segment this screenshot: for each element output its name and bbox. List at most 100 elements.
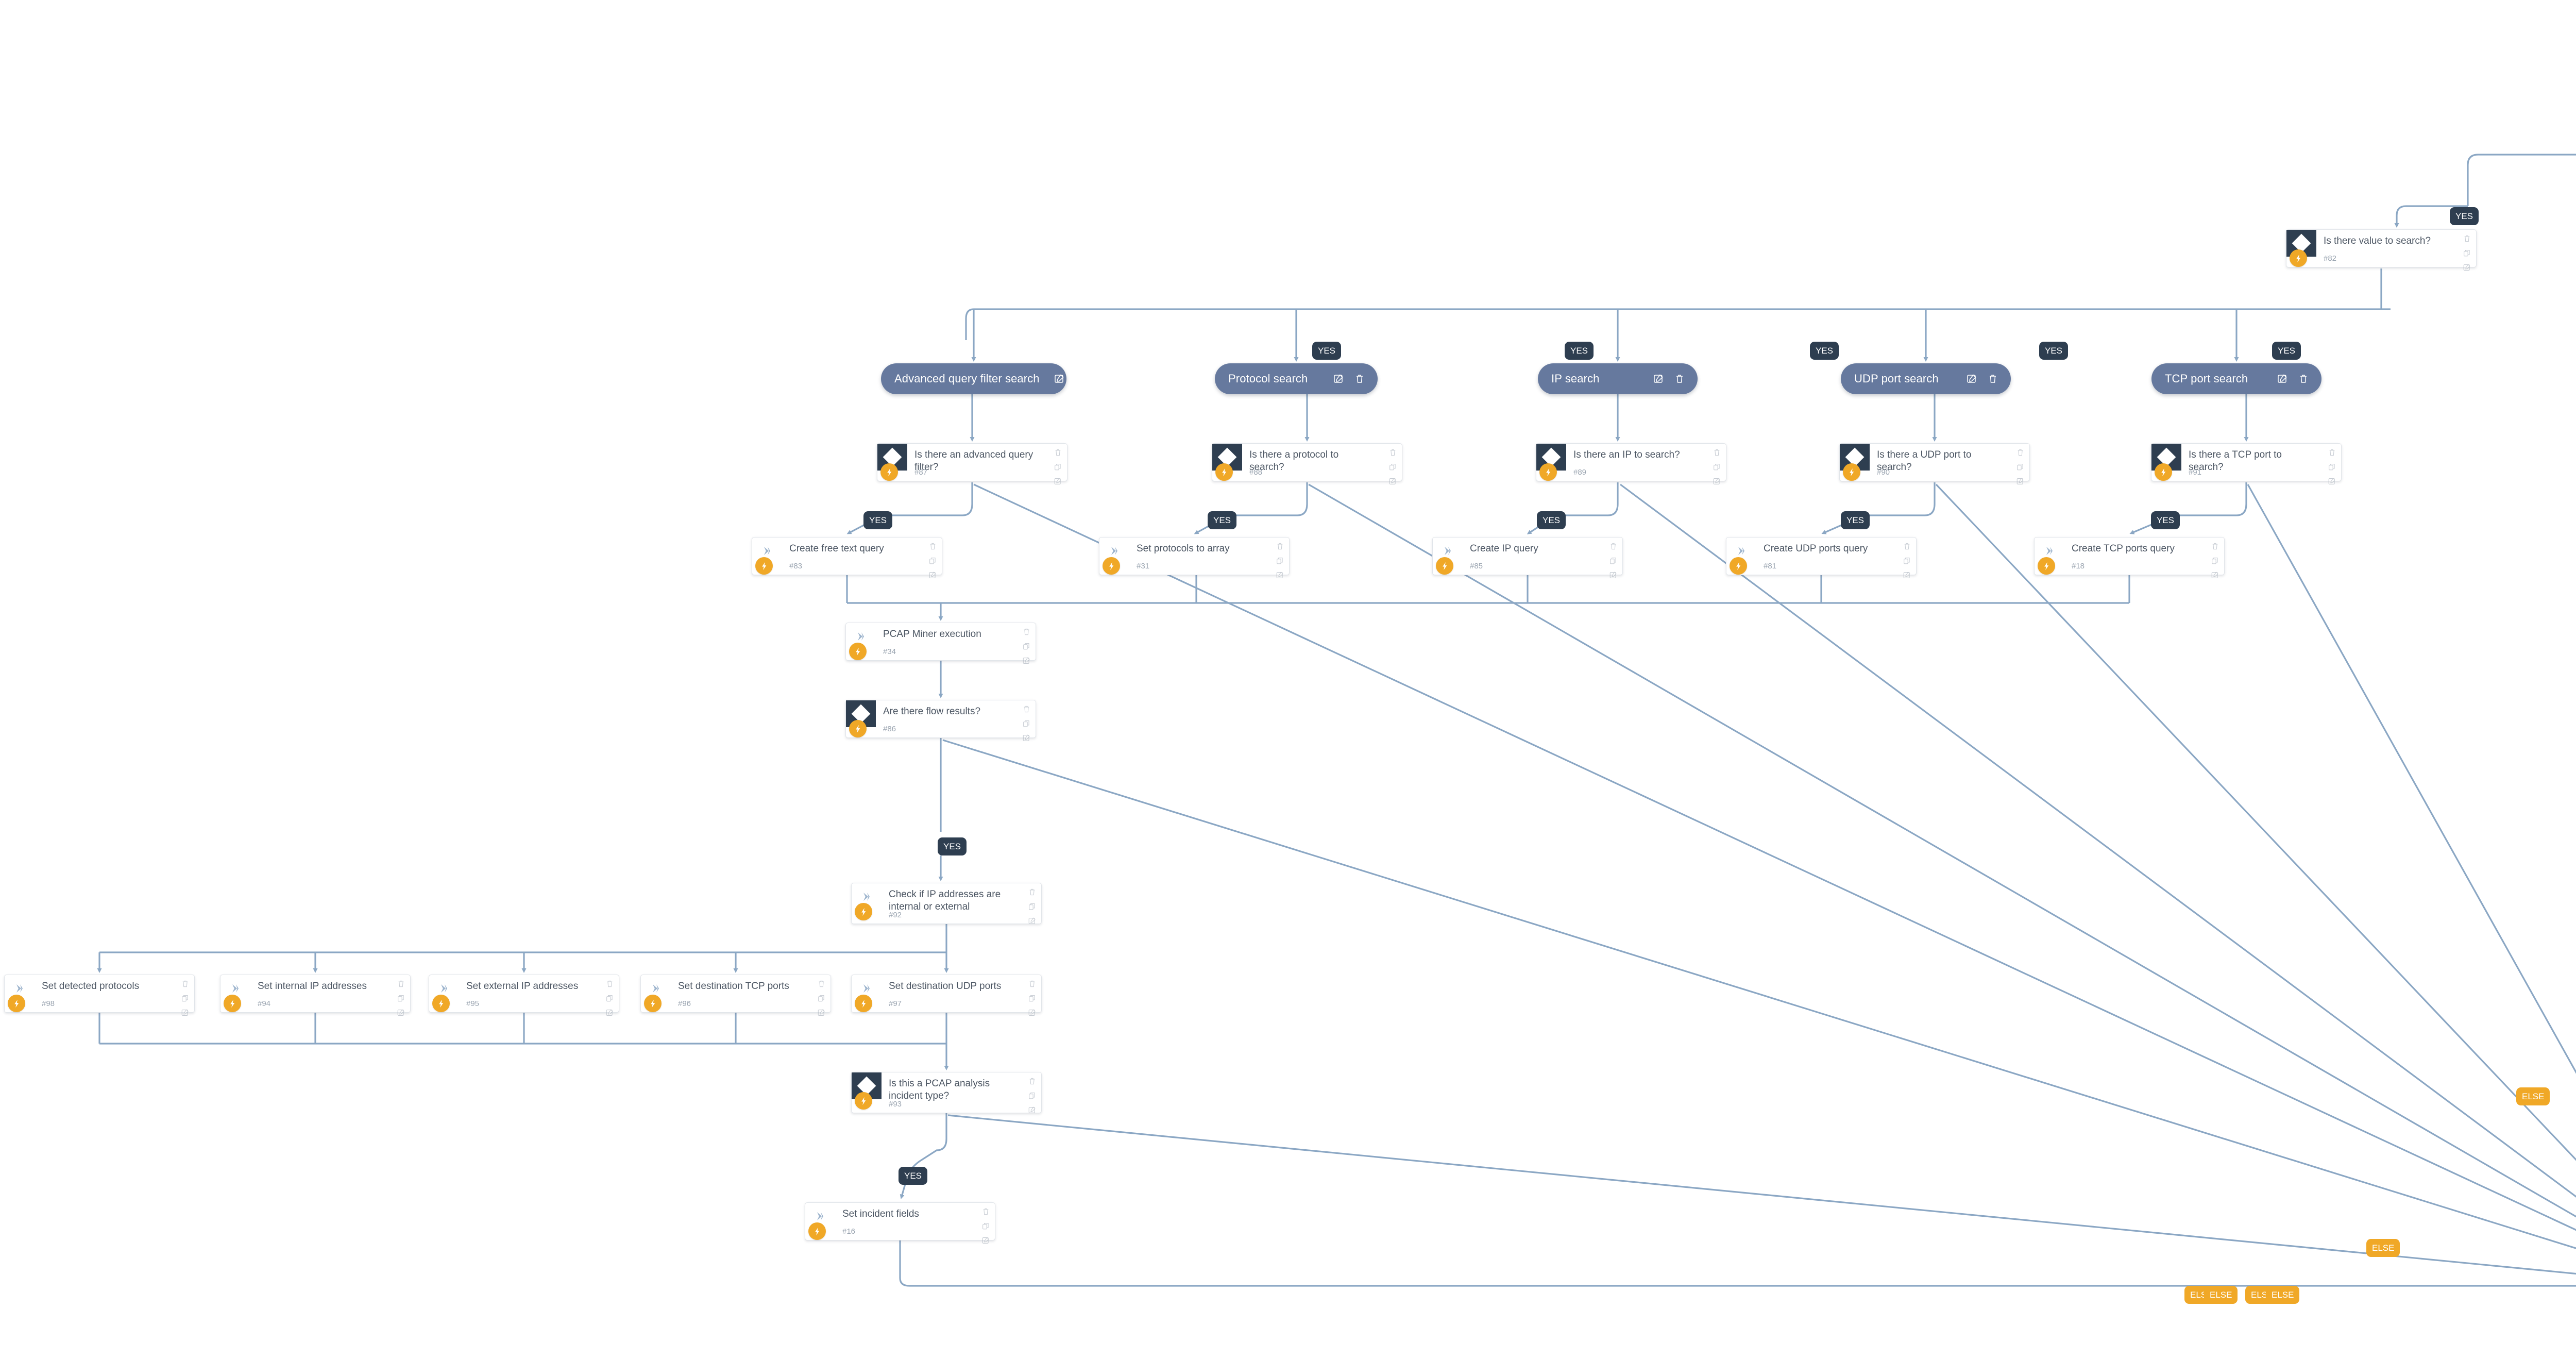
trash-icon[interactable]: [1609, 542, 1617, 550]
copy-icon[interactable]: [1276, 557, 1284, 565]
copy-icon[interactable]: [1028, 1092, 1036, 1100]
task-card[interactable]: Create free text query#83: [752, 537, 942, 578]
trash-icon[interactable]: [982, 1207, 990, 1216]
copy-icon[interactable]: [1609, 557, 1617, 565]
trash-icon[interactable]: [1023, 705, 1030, 713]
trash-icon[interactable]: [397, 980, 405, 988]
trash-icon[interactable]: [2016, 448, 2024, 457]
edit-icon[interactable]: [2016, 477, 2024, 485]
trash-icon[interactable]: [818, 980, 825, 988]
trash-icon[interactable]: [181, 980, 189, 988]
trash-icon[interactable]: [1076, 374, 1085, 384]
copy-icon[interactable]: [1713, 463, 1721, 471]
copy-icon[interactable]: [606, 994, 614, 1002]
trash-icon[interactable]: [1988, 374, 1997, 384]
section-tcp-port-search[interactable]: TCP port search: [2151, 363, 2321, 394]
section-udp-port-search[interactable]: UDP port search: [1841, 363, 2011, 394]
task-card[interactable]: Is there a protocol to search?#88: [1212, 443, 1402, 484]
task-card[interactable]: Are there flow results?#86: [845, 700, 1036, 741]
trash-icon[interactable]: [1023, 628, 1030, 636]
edit-icon[interactable]: [982, 1236, 990, 1245]
edit-icon[interactable]: [2211, 571, 2219, 579]
copy-icon[interactable]: [1023, 719, 1030, 728]
task-card[interactable]: Set internal IP addresses#94: [220, 975, 411, 1016]
edit-icon[interactable]: [1609, 571, 1617, 579]
edit-icon[interactable]: [1903, 571, 1911, 579]
edit-icon[interactable]: [2463, 263, 2471, 272]
copy-icon[interactable]: [1054, 463, 1062, 471]
edit-icon[interactable]: [606, 1009, 614, 1017]
copy-icon[interactable]: [818, 994, 825, 1002]
task-card[interactable]: Is there an advanced query filter?#87: [877, 443, 1067, 484]
trash-icon[interactable]: [1713, 448, 1721, 457]
task-card[interactable]: Create UDP ports query#81: [1726, 537, 1917, 578]
copy-icon[interactable]: [2211, 557, 2219, 565]
trash-icon[interactable]: [2299, 374, 2308, 384]
trash-icon[interactable]: [1028, 1077, 1036, 1085]
edit-icon[interactable]: [818, 1009, 825, 1017]
task-card[interactable]: Set destination TCP ports#96: [640, 975, 831, 1016]
trash-icon[interactable]: [1276, 542, 1284, 550]
copy-icon[interactable]: [929, 557, 937, 565]
copy-icon[interactable]: [2016, 463, 2024, 471]
trash-icon[interactable]: [606, 980, 614, 988]
trash-icon[interactable]: [1054, 448, 1062, 457]
task-card[interactable]: Set destination UDP ports#97: [851, 975, 1042, 1016]
edit-icon[interactable]: [1054, 477, 1062, 485]
trash-icon[interactable]: [2211, 542, 2219, 550]
task-card[interactable]: Set incident fields#16: [805, 1202, 995, 1244]
task-card[interactable]: Set detected protocols#98: [4, 975, 195, 1016]
task-card[interactable]: Create TCP ports query#18: [2034, 537, 2225, 578]
edit-icon[interactable]: [181, 1009, 189, 1017]
edit-icon[interactable]: [1713, 477, 1721, 485]
task-card[interactable]: Is this a PCAP analysis incident type?#9…: [851, 1072, 1042, 1113]
section-protocol-search[interactable]: Protocol search: [1215, 363, 1378, 394]
copy-icon[interactable]: [2328, 463, 2336, 471]
edit-icon[interactable]: [1967, 374, 1977, 384]
edit-icon[interactable]: [1028, 1009, 1036, 1017]
task-card[interactable]: Set external IP addresses#95: [429, 975, 619, 1016]
trash-icon[interactable]: [1389, 448, 1397, 457]
task-card[interactable]: PCAP Miner execution#34: [845, 623, 1036, 664]
copy-icon[interactable]: [1389, 463, 1397, 471]
copy-icon[interactable]: [397, 994, 405, 1002]
task-card[interactable]: Is there a TCP port to search?#91: [2151, 443, 2342, 484]
task-card[interactable]: Is there value to search?#82: [2286, 229, 2477, 271]
edit-icon[interactable]: [1276, 571, 1284, 579]
task-card[interactable]: Is there a UDP port to search?#90: [1839, 443, 2030, 484]
trash-icon[interactable]: [1028, 980, 1036, 988]
edit-icon[interactable]: [397, 1009, 405, 1017]
trash-icon[interactable]: [1903, 542, 1911, 550]
edit-icon[interactable]: [1028, 1106, 1036, 1114]
edit-icon[interactable]: [2277, 374, 2287, 384]
edit-icon[interactable]: [1023, 657, 1030, 665]
trash-icon[interactable]: [1028, 888, 1036, 896]
task-card[interactable]: Set protocols to array#31: [1099, 537, 1290, 578]
edit-icon[interactable]: [2328, 477, 2336, 485]
trash-icon[interactable]: [929, 542, 937, 550]
edit-icon[interactable]: [1054, 374, 1064, 384]
trash-icon[interactable]: [2463, 234, 2471, 243]
copy-icon[interactable]: [982, 1222, 990, 1230]
section-ip-search[interactable]: IP search: [1538, 363, 1698, 394]
task-card[interactable]: Create IP query#85: [1432, 537, 1623, 578]
edit-icon[interactable]: [1389, 477, 1397, 485]
edit-icon[interactable]: [929, 571, 937, 579]
trash-icon[interactable]: [1675, 374, 1684, 384]
trash-icon[interactable]: [2328, 448, 2336, 457]
copy-icon[interactable]: [1028, 994, 1036, 1002]
task-card[interactable]: Check if IP addresses are internal or ex…: [851, 883, 1042, 924]
copy-icon[interactable]: [1903, 557, 1911, 565]
trash-icon[interactable]: [1355, 374, 1364, 384]
task-card[interactable]: Is there an IP to search?#89: [1536, 443, 1726, 484]
edit-icon[interactable]: [1653, 374, 1664, 384]
copy-icon[interactable]: [2463, 249, 2471, 257]
copy-icon[interactable]: [1028, 902, 1036, 911]
section-advanced-query-filter-search[interactable]: Advanced query filter search: [881, 363, 1083, 394]
edit-icon[interactable]: [1023, 734, 1030, 742]
copy-icon[interactable]: [1023, 642, 1030, 650]
copy-icon[interactable]: [181, 994, 189, 1002]
edit-icon[interactable]: [1333, 374, 1344, 384]
edit-icon[interactable]: [1028, 917, 1036, 925]
